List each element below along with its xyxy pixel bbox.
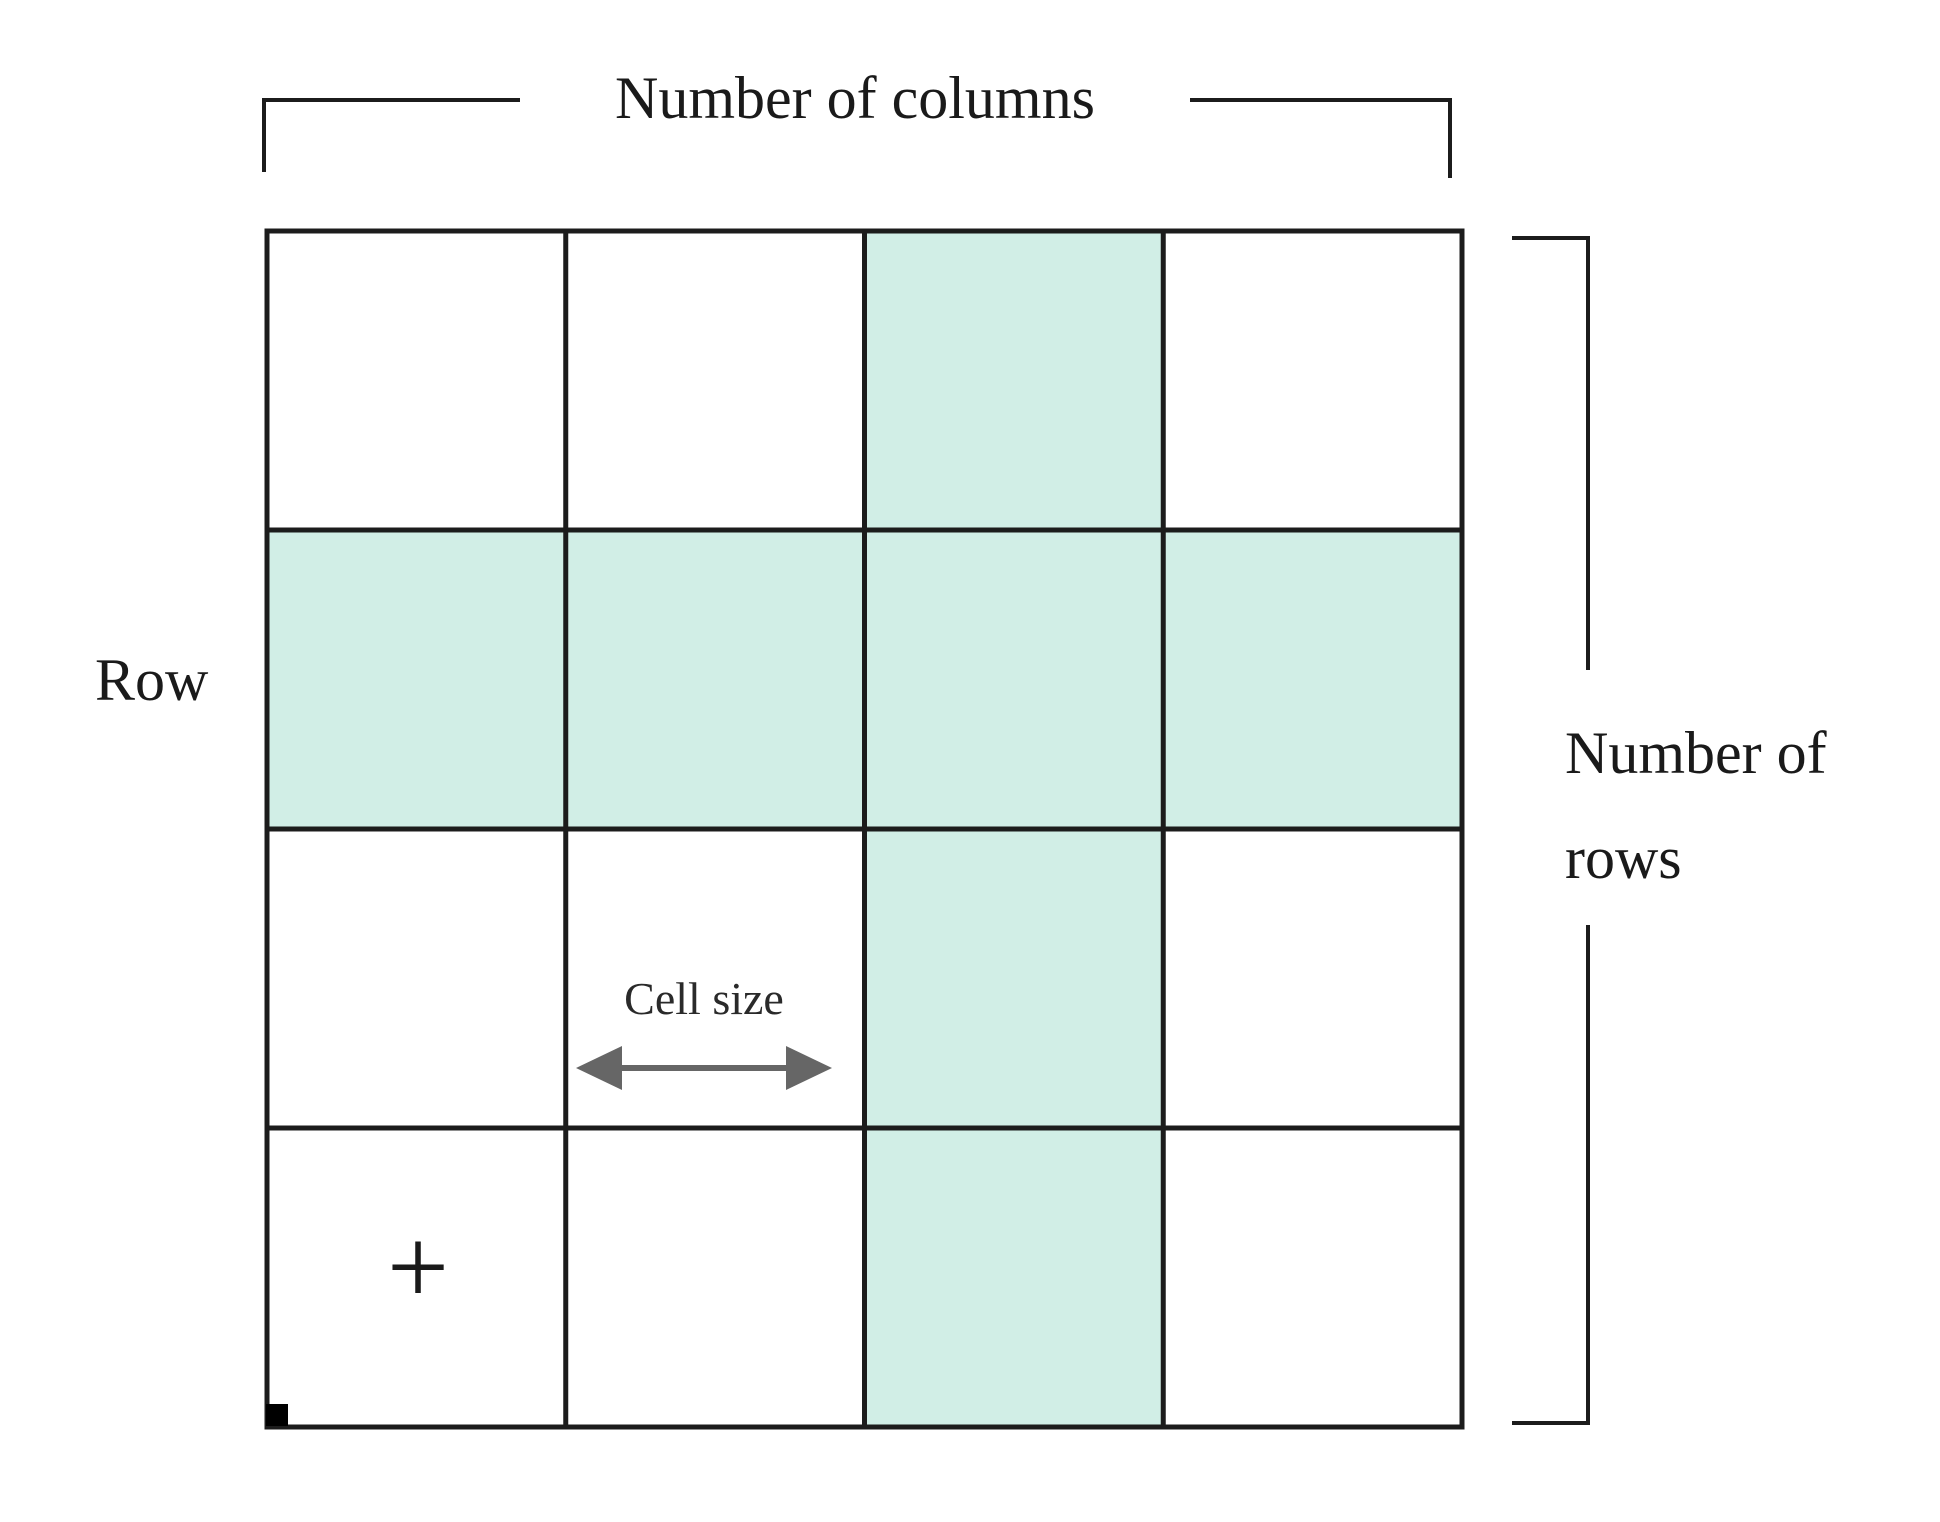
cell-size-arrow-left-head (576, 1046, 622, 1090)
highlighted-cell-r1-c3 (864, 231, 1164, 530)
rows-bracket-top-arm (1512, 236, 1590, 670)
columns-bracket-right-arm (1190, 98, 1452, 178)
highlighted-cells (267, 231, 1462, 1427)
rows-label-line1: Number of (1565, 720, 1827, 786)
cell-size-arrow-right-head (786, 1046, 832, 1090)
rows-bracket (1512, 236, 1590, 1425)
rows-label-line2: rows (1565, 825, 1682, 891)
cell-size-label: Cell size (624, 973, 784, 1024)
cell-center-marker: + (387, 1206, 449, 1328)
highlighted-cell-r2-c2 (565, 530, 865, 829)
highlighted-cell-r3-c3 (864, 829, 1164, 1128)
columns-bracket (262, 98, 1452, 178)
row-label: Row (95, 647, 209, 713)
rows-bracket-bottom-arm (1512, 925, 1590, 1425)
origin-corner-marker (266, 1404, 288, 1426)
grid-lines (264, 228, 1465, 1430)
columns-label: Number of columns (615, 65, 1095, 131)
highlighted-cell-r2-c3 (864, 530, 1164, 829)
highlighted-cell-r4-c3 (864, 1128, 1164, 1427)
highlighted-cell-r2-c4 (1163, 530, 1462, 829)
cell-size-arrow (576, 1046, 832, 1090)
highlighted-cell-r2-c1 (267, 530, 566, 829)
columns-bracket-left-arm (262, 98, 520, 172)
